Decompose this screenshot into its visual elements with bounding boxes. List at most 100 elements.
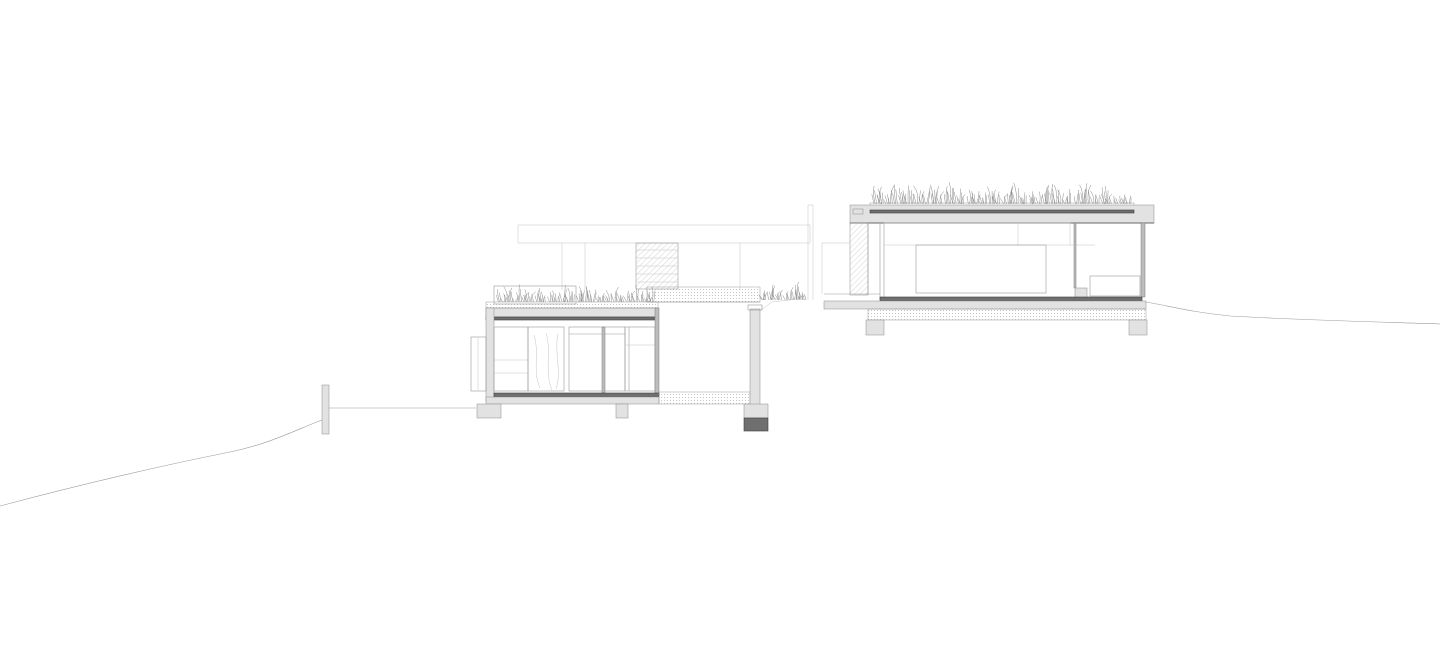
upper-roof-slab	[849, 204, 1155, 224]
grass-tuft	[871, 185, 877, 205]
grass-tuft	[529, 291, 536, 303]
grass-tuft	[956, 188, 962, 205]
lower-interior-door	[527, 326, 565, 392]
upper-sofa	[1089, 275, 1141, 297]
grass-tuft	[1074, 189, 1080, 205]
grass-tuft	[936, 191, 945, 205]
lower-left-wall	[485, 307, 495, 402]
grass-tuft	[876, 188, 884, 205]
grass-tuft	[1099, 187, 1106, 205]
upper-footing-left	[865, 319, 885, 336]
upper-interior-window	[915, 244, 1047, 294]
grass-tuft	[923, 187, 931, 205]
grass-tuft	[507, 287, 513, 303]
grass-tuft	[947, 182, 954, 205]
grass-tuft	[500, 294, 508, 303]
grass-tuft	[1067, 188, 1072, 205]
grass-tuft	[800, 292, 807, 301]
upper-floor-finish	[879, 296, 1143, 302]
retaining-wall-foundation	[743, 417, 769, 432]
grass-tuft	[913, 185, 921, 205]
upper-side-elevation	[821, 242, 850, 294]
grass-tuft	[551, 290, 557, 303]
background-roof-band	[517, 224, 811, 244]
grass-tuft	[769, 285, 776, 301]
grass-tuft	[886, 185, 895, 205]
lower-roof-planter	[493, 285, 577, 305]
grass-tuft	[1101, 185, 1109, 205]
upper-left-wall	[849, 222, 869, 296]
grass-tuft	[932, 185, 940, 205]
upper-floor-insulation	[867, 308, 1147, 321]
grass-tuft	[569, 291, 575, 303]
grass-tuft	[1057, 189, 1064, 205]
grass-tuft	[523, 289, 530, 303]
grass-tuft	[1122, 194, 1127, 205]
upper-column-base	[1074, 287, 1088, 299]
lower-interior-opening	[568, 326, 626, 392]
grass-tuft	[1000, 193, 1009, 205]
grass-tuft	[910, 190, 915, 205]
terrain-right-slope	[1145, 301, 1440, 325]
grass-tuft	[987, 186, 993, 205]
grass-tuft	[521, 292, 530, 303]
garden-post	[321, 384, 330, 435]
lower-glazing	[624, 326, 656, 392]
grass-tuft	[585, 285, 592, 303]
grass-tuft	[605, 290, 612, 303]
retaining-wall-footing	[743, 403, 769, 419]
upper-roof-skylight	[852, 208, 864, 215]
grass-tuft	[590, 289, 597, 303]
grass-tuft	[782, 291, 789, 301]
lower-floor-slab	[485, 396, 660, 405]
lower-footing-left	[476, 403, 502, 419]
upper-green-roof-vegetation	[871, 182, 1132, 205]
lower-exterior-screen	[470, 336, 487, 392]
lower-interior-column	[601, 326, 606, 396]
lower-roof-slab	[485, 307, 659, 318]
upper-footing-right	[1128, 319, 1148, 336]
upper-right-column	[1140, 222, 1146, 298]
grass-tuft	[553, 294, 561, 303]
grass-tuft	[772, 290, 781, 301]
grass-tuft	[1035, 191, 1043, 205]
retaining-wall-cap	[747, 304, 763, 311]
grass-tuft	[1084, 184, 1092, 205]
grass-tuft	[496, 289, 502, 303]
grass-tuft	[1049, 183, 1055, 205]
retaining-wall	[749, 308, 761, 406]
terrain-between	[757, 295, 806, 313]
grass-tuft	[759, 292, 766, 301]
grass-tuft	[578, 286, 585, 303]
grass-tuft	[512, 295, 520, 303]
grass-tuft	[1095, 194, 1100, 205]
grass-tuft	[792, 284, 798, 301]
grass-tuft	[1008, 187, 1014, 205]
upper-right-mullion	[1073, 222, 1077, 289]
terrain	[0, 295, 1440, 507]
grass-tuft	[794, 282, 801, 301]
lower-roof-soil	[485, 301, 659, 309]
lower-roof-fascia	[485, 316, 659, 321]
grass-tuft	[539, 295, 546, 303]
lower-interior-cabinetry	[493, 326, 529, 392]
grass-tuft	[883, 195, 890, 205]
grass-tuft	[636, 290, 644, 303]
lower-green-roof-vegetation	[496, 284, 656, 303]
courtyard-paving	[658, 391, 751, 405]
terrace-deck	[646, 286, 761, 303]
upper-interior-wall-panel	[883, 222, 1071, 246]
lower-building	[470, 284, 769, 432]
grass-tuft	[943, 186, 949, 205]
grass-tuft	[1012, 182, 1019, 205]
terrain-left-slope	[0, 419, 323, 507]
grass-tuft	[930, 184, 936, 205]
lower-floor-finish	[493, 392, 660, 398]
lower-roof-edge-beam	[654, 307, 660, 396]
grass-tuft	[1028, 194, 1035, 205]
grass-tuft	[1044, 185, 1050, 205]
grass-tuft	[610, 286, 619, 303]
lower-footing-mid	[615, 403, 629, 419]
grass-tuft	[774, 290, 783, 301]
